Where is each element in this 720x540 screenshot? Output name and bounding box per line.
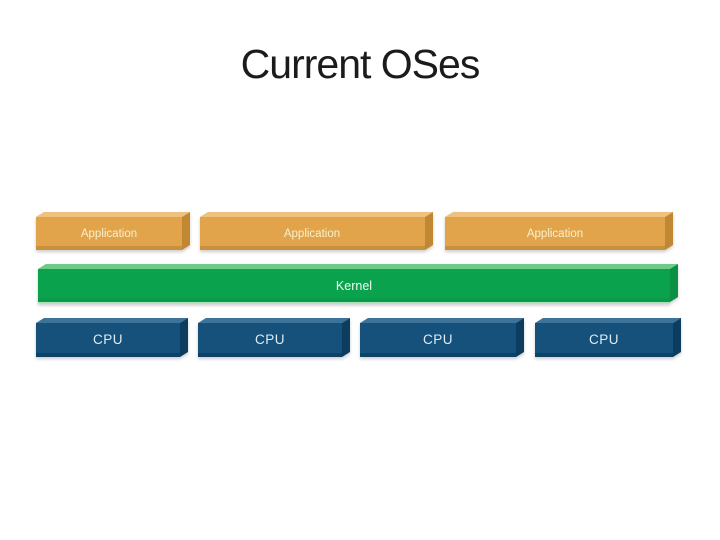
- slide-title: Current OSes: [240, 41, 481, 87]
- application-label: Application: [284, 228, 340, 240]
- box-front-face: [535, 323, 673, 357]
- box-side-face: [673, 318, 681, 357]
- cpu-box: CPU: [360, 318, 524, 357]
- cpu-label: CPU: [255, 332, 285, 347]
- application-label: Application: [527, 228, 583, 240]
- application-box: Application: [36, 212, 190, 250]
- box-bottom-edge: [198, 353, 342, 357]
- box-side-face: [342, 318, 350, 357]
- cpu-box: CPU: [198, 318, 350, 357]
- box-top-face: [36, 318, 188, 323]
- box-front-face: [38, 269, 670, 302]
- box-top-face: [200, 212, 433, 217]
- box-bottom-edge: [36, 246, 182, 250]
- kernel-bar: Kernel: [38, 264, 678, 304]
- application-box: Application: [445, 212, 673, 250]
- box-bottom-edge: [445, 246, 665, 250]
- box-front-face: [36, 217, 182, 250]
- box-top-face: [535, 318, 681, 323]
- box-top-face: [360, 318, 524, 323]
- box-top-face: [38, 264, 678, 269]
- box-front-face: [36, 323, 180, 357]
- box-front-face: [200, 217, 425, 250]
- application-label: Application: [81, 228, 137, 240]
- box-bottom-edge: [535, 353, 673, 357]
- box-top-face: [36, 212, 190, 217]
- box-front-face: [198, 323, 342, 357]
- box-front-face: [360, 323, 516, 357]
- box-side-face: [670, 264, 678, 302]
- kernel-label: Kernel: [336, 279, 372, 293]
- box-bottom-edge: [200, 246, 425, 250]
- box-top-face: [445, 212, 673, 217]
- box-side-face: [516, 318, 524, 357]
- box-bottom-highlight: [38, 302, 670, 304]
- cpu-box: CPU: [535, 318, 681, 357]
- box-bottom-edge: [360, 353, 516, 357]
- cpu-label: CPU: [589, 332, 619, 347]
- box-top-face: [198, 318, 350, 323]
- box-side-face: [425, 212, 433, 250]
- application-box: Application: [200, 212, 433, 250]
- box-side-face: [180, 318, 188, 357]
- box-side-face: [665, 212, 673, 250]
- box-front-face: [445, 217, 665, 250]
- box-side-face: [182, 212, 190, 250]
- cpu-box: CPU: [36, 318, 188, 357]
- cpu-label: CPU: [93, 332, 123, 347]
- cpu-label: CPU: [423, 332, 453, 347]
- box-bottom-edge: [36, 353, 180, 357]
- box-bottom-edge: [38, 298, 670, 302]
